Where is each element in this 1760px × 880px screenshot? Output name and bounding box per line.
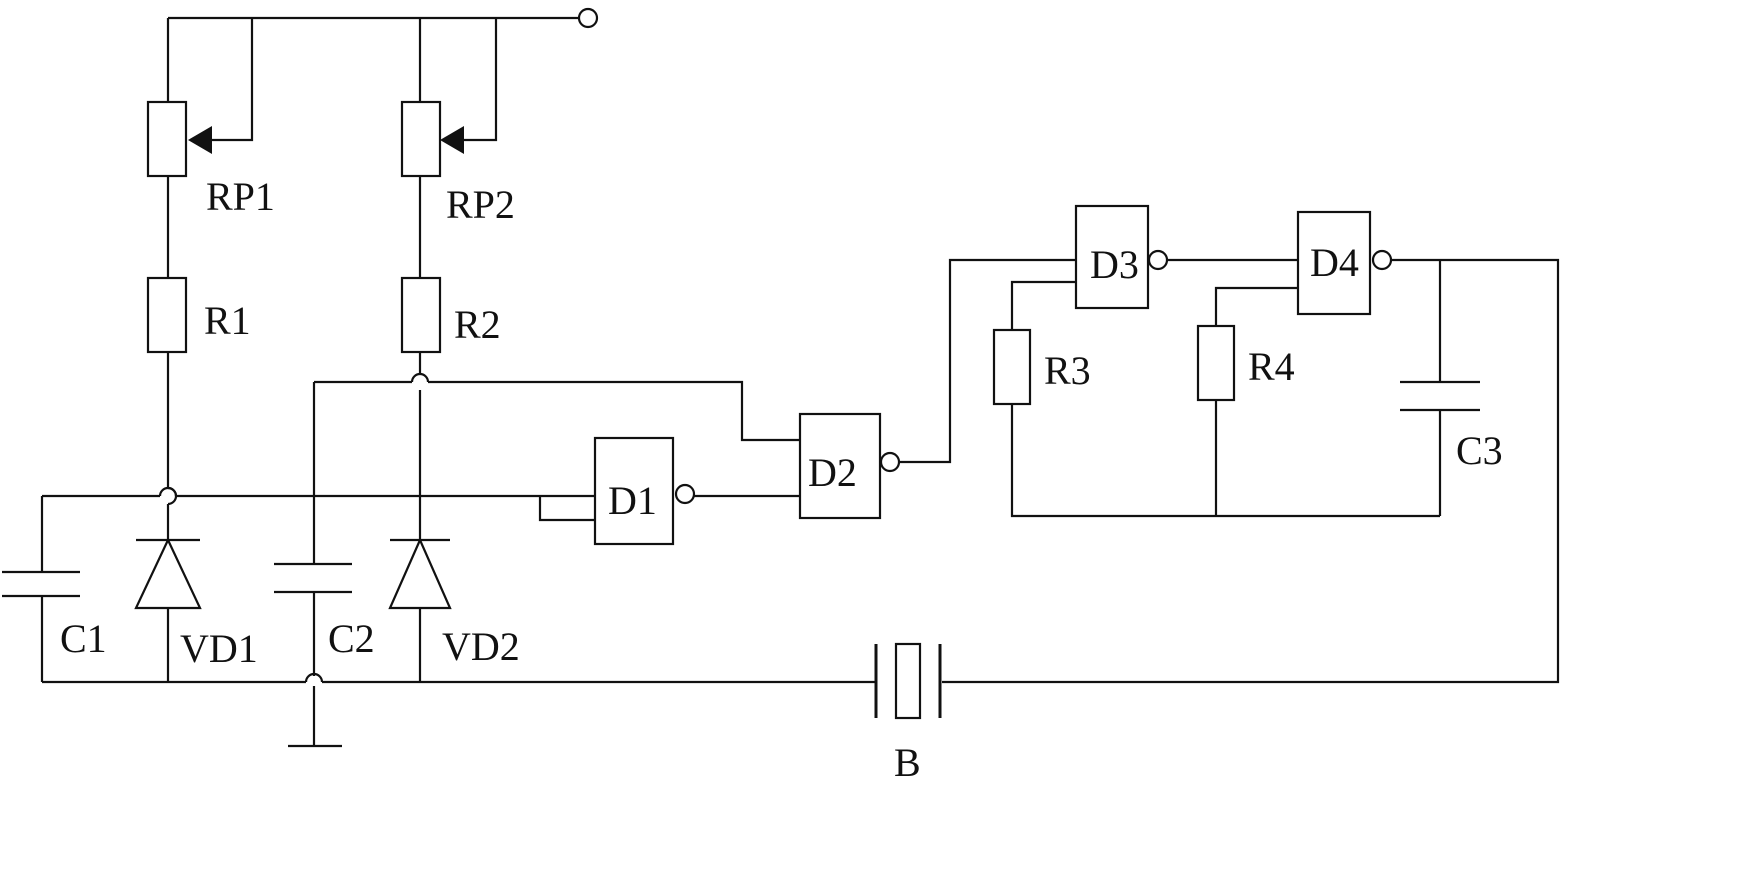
- resistor-r2: [400, 276, 442, 354]
- label-r3: R3: [1044, 348, 1091, 393]
- wiper-arrow-rp1: [188, 126, 212, 154]
- label-d1: D1: [608, 478, 657, 523]
- label-d3: D3: [1090, 242, 1139, 287]
- branch-middle: [274, 18, 498, 748]
- label-vd1: VD1: [180, 626, 258, 671]
- timing-network: [992, 260, 1480, 518]
- label-c3: C3: [1456, 428, 1503, 473]
- label-d4: D4: [1310, 240, 1359, 285]
- label-r4: R4: [1248, 344, 1295, 389]
- label-c2: C2: [328, 616, 375, 661]
- diode-vd2: [388, 537, 452, 610]
- gate-d2: [798, 258, 1076, 520]
- resistor-r1: [146, 276, 188, 354]
- potentiometer-rp2: [400, 100, 442, 178]
- label-c1: C1: [60, 616, 107, 661]
- label-b: B: [894, 740, 921, 785]
- diode-vd1: [134, 537, 202, 610]
- branch-left: [2, 18, 254, 682]
- label-d2: D2: [808, 450, 857, 495]
- gate-d3: [1010, 204, 1298, 330]
- supply-terminal: [577, 7, 599, 29]
- label-rp1: RP1: [206, 174, 275, 219]
- label-rp2: RP2: [446, 182, 515, 227]
- potentiometer-rp1: [146, 100, 188, 178]
- resistor-r4: [1196, 324, 1236, 402]
- resistor-r3: [992, 328, 1032, 406]
- label-r2: R2: [454, 302, 501, 347]
- label-r1: R1: [204, 298, 251, 343]
- component-b: [874, 642, 942, 720]
- label-vd2: VD2: [442, 624, 520, 669]
- wiper-arrow-rp2: [440, 126, 464, 154]
- gate-d1: [538, 436, 800, 546]
- supply-rail: [168, 7, 599, 29]
- gate-d4: [942, 210, 1560, 684]
